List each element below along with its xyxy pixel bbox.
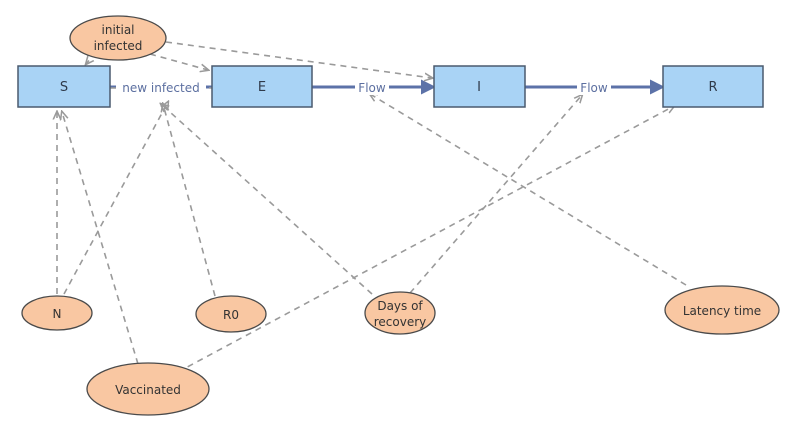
flow-new-infected-label: new infected	[122, 81, 199, 95]
aux-initial-infected-label-line1: initial	[102, 23, 135, 37]
aux-vaccinated[interactable]: Vaccinated	[86, 362, 210, 416]
aux-r0-label: R0	[223, 308, 239, 322]
link-days-of-recovery-to-flow-i-r[interactable]	[409, 95, 582, 294]
aux-latency-time[interactable]: Latency time	[664, 285, 780, 335]
flow-e-to-i-label: Flow	[358, 81, 386, 95]
stock-r-label: R	[708, 80, 717, 95]
aux-vaccinated-label: Vaccinated	[115, 383, 181, 397]
aux-initial-infected[interactable]: initial infected	[69, 15, 167, 61]
stock-r[interactable]: R	[662, 65, 764, 108]
stock-e-label: E	[258, 80, 266, 95]
link-days-of-recovery-to-new-infected[interactable]	[161, 104, 373, 295]
aux-days-of-recovery-label-line1: Days of	[377, 299, 423, 313]
stock-i-label: I	[477, 80, 481, 95]
link-n-to-new-infected[interactable]	[63, 102, 168, 295]
aux-days-of-recovery-label-line2: recovery	[374, 315, 427, 329]
aux-n[interactable]: N	[21, 295, 93, 331]
link-latency-time-to-flow-e-i[interactable]	[370, 94, 687, 286]
aux-initial-infected-label-line2: infected	[94, 39, 143, 53]
flow-i-to-r-valve[interactable]: Flow	[577, 79, 611, 95]
aux-latency-time-label: Latency time	[683, 304, 761, 318]
stock-e[interactable]: E	[211, 65, 313, 108]
flow-i-to-r-label: Flow	[580, 81, 608, 95]
link-r0-to-new-infected[interactable]	[163, 104, 216, 297]
flow-new-infected-valve[interactable]: new infected	[116, 79, 206, 95]
aux-n-label: N	[53, 307, 62, 321]
stock-s-label: S	[60, 80, 68, 95]
stock-i[interactable]: I	[433, 65, 526, 108]
aux-days-of-recovery[interactable]: Days of recovery	[364, 291, 436, 335]
stock-s[interactable]: S	[17, 65, 111, 108]
aux-r0[interactable]: R0	[195, 295, 267, 333]
link-initial-infected-to-i[interactable]	[165, 41, 432, 78]
link-vaccinated-to-r[interactable]	[177, 106, 674, 373]
flow-e-to-i-valve[interactable]: Flow	[355, 79, 389, 95]
link-initial-infected-to-e[interactable]	[149, 53, 208, 70]
